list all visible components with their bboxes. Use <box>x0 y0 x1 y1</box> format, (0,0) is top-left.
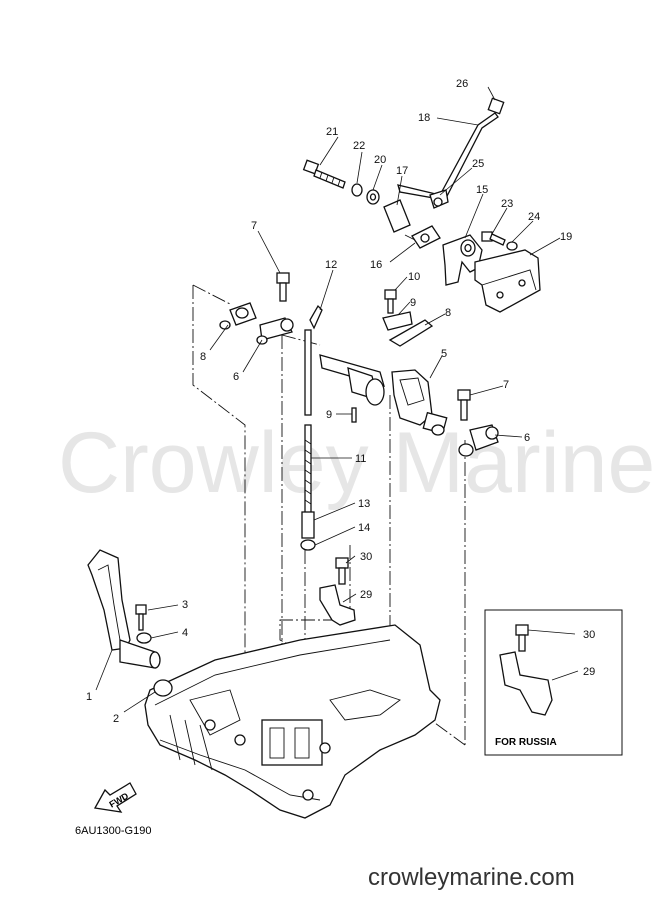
bracket-18 <box>411 225 441 249</box>
callout-30-inset: 30 <box>583 629 595 641</box>
inset-for-russia: FOR RUSSIA <box>484 609 623 756</box>
callout-19: 17 <box>396 165 408 177</box>
callout-27: 25 <box>472 158 484 170</box>
bolt-23 <box>302 159 346 189</box>
callout-24: 22 <box>353 140 365 152</box>
callout-20: 18 <box>418 112 430 124</box>
shift-washer <box>153 679 173 697</box>
callout-14: 12 <box>325 259 337 271</box>
callout-23: 21 <box>326 126 338 138</box>
plate-bolt <box>384 289 397 314</box>
callout-9-label: 9 <box>326 409 332 421</box>
fwd-arrow: FWD <box>93 782 137 813</box>
bolt-30 <box>335 557 349 585</box>
leader-lines <box>95 86 579 713</box>
plate-clip <box>382 311 413 331</box>
clip-8 <box>219 302 257 330</box>
callout-16: 14 <box>358 522 370 534</box>
callout-22: 20 <box>374 154 386 166</box>
link-end-left <box>256 317 294 345</box>
lever-17 <box>442 234 483 286</box>
callout-7-right: 7 <box>503 379 509 391</box>
pin <box>351 407 357 423</box>
callout-17: 15 <box>476 184 488 196</box>
callout-18: 16 <box>370 259 382 271</box>
callout-30-main: 30 <box>360 551 372 563</box>
callout-25: 23 <box>501 198 513 210</box>
shift-lever-handle <box>87 549 161 669</box>
link-end-right <box>458 424 499 457</box>
bolt-7-left <box>276 272 290 302</box>
callout-4: 4 <box>182 627 188 639</box>
shift-rod-upper <box>304 304 323 416</box>
washer-26 <box>506 241 518 251</box>
callouts: 26 18 21 22 20 17 25 15 23 24 19 16 7 12… <box>86 78 595 725</box>
link-rod-20 <box>397 112 499 201</box>
inset-title: FOR RUSSIA <box>495 737 557 748</box>
bracket-21 <box>474 249 541 313</box>
bracket-29 <box>319 584 356 626</box>
callout-26: 24 <box>528 211 540 223</box>
clip-27 <box>429 189 449 209</box>
callout-6-right: 6 <box>524 432 530 444</box>
callout-8-label: 8 <box>200 351 206 363</box>
callout-1: 1 <box>86 691 92 703</box>
callout-12: 10 <box>408 271 420 283</box>
callout-28: 26 <box>456 78 468 90</box>
cap-28 <box>487 97 505 115</box>
spacer-19 <box>383 199 411 233</box>
callout-21: 19 <box>560 231 572 243</box>
shift-rod <box>304 424 312 516</box>
drawing-code: 6AU1300-G190 <box>75 825 151 837</box>
washer-24 <box>351 183 363 197</box>
callout-29-inset: 29 <box>583 666 595 678</box>
bottom-cowling <box>144 624 441 819</box>
callout-10: 8 <box>445 307 451 319</box>
callout-5: 5 <box>441 348 447 360</box>
callout-15: 13 <box>358 498 370 510</box>
site-url: crowleymarine.com <box>368 864 575 891</box>
lever-bolt <box>135 604 147 631</box>
callout-2: 2 <box>113 713 119 725</box>
watermark: Crowley Marine <box>58 415 655 511</box>
callout-6-left: 6 <box>233 371 239 383</box>
rod-joint <box>301 511 315 539</box>
callout-7-left: 7 <box>251 220 257 232</box>
bolt-25 <box>481 231 506 246</box>
callout-13: 11 <box>355 453 366 465</box>
rod-nut <box>300 539 316 551</box>
callout-3: 3 <box>182 599 188 611</box>
callout-29-main: 29 <box>360 589 372 601</box>
lever-washer <box>136 632 152 644</box>
shift-shaft-assembly <box>319 354 448 436</box>
plate <box>388 319 434 347</box>
callout-11: 9 <box>410 297 416 309</box>
